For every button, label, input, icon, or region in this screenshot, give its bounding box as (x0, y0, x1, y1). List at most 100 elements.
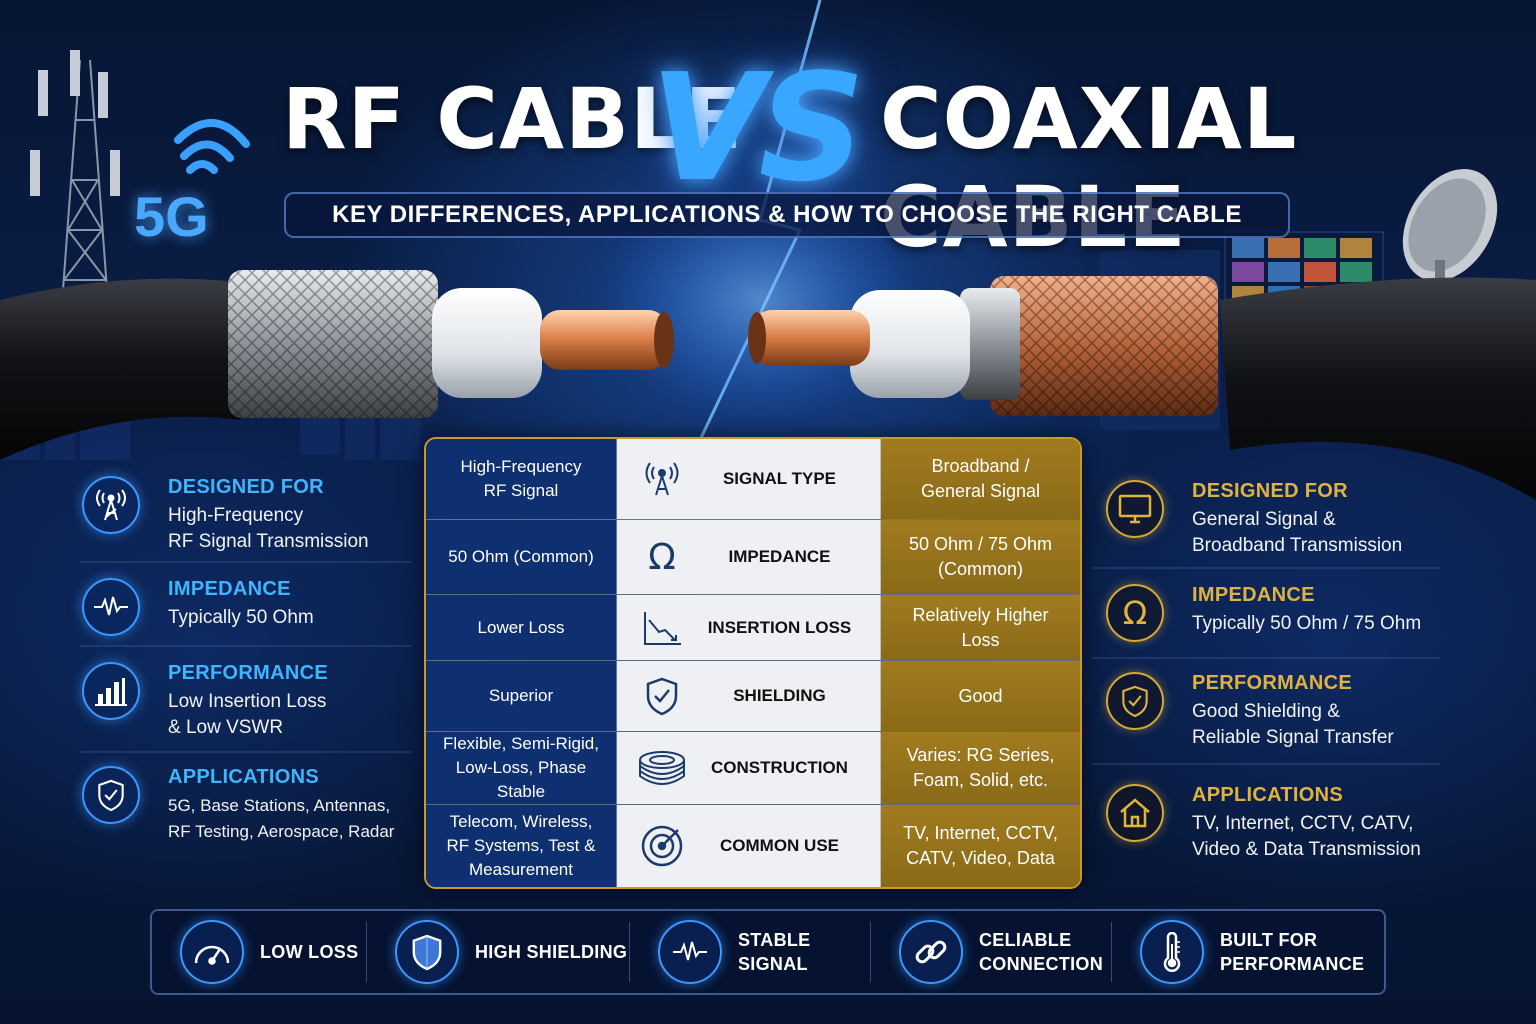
panel-heading: APPLICATIONS (1192, 784, 1344, 806)
attribute-label: SHIELDING (733, 686, 826, 705)
rf-cell: Flexible, Semi-Rigid, Low-Loss, Phase Sta… (426, 732, 617, 804)
panel-heading: PERFORMANCE (1192, 672, 1352, 694)
panel-heading: DESIGNED FOR (168, 476, 324, 498)
coax-cell-text: (Common) (937, 559, 1023, 579)
panel-heading: DESIGNED FOR (1192, 480, 1348, 502)
title-rf-cable: RF CABLE (282, 70, 743, 168)
coax-cell: 50 Ohm / 75 Ohm (Common) (881, 520, 1080, 594)
divider (629, 922, 630, 982)
rf-cell-text: Superior (488, 686, 554, 705)
table-row: Superior SHIELDING Good (426, 661, 1080, 732)
attribute-cell: SIGNAL TYPE (617, 439, 881, 519)
rf-cell: Lower Loss (426, 595, 617, 660)
divider (870, 922, 871, 982)
rf-cell-text: 50 Ohm (Common) (448, 547, 594, 566)
panel-text: Video & Data Transmission (1192, 839, 1421, 860)
cable-coil-icon (617, 748, 707, 788)
home-icon (1106, 784, 1164, 842)
shield-check-icon (82, 766, 140, 824)
attribute-cell: INSERTION LOSS (617, 595, 881, 660)
attribute-label: COMMON USE (720, 836, 839, 855)
coax-cell-text: 50 Ohm / 75 Ohm (908, 534, 1053, 554)
panel-heading: APPLICATIONS (168, 766, 320, 788)
bar-chart-icon (82, 662, 140, 720)
shield-check-icon (1106, 672, 1164, 730)
rf-cell-text: Lower Loss (477, 617, 565, 637)
panel-text: High-Frequency (168, 505, 304, 526)
table-row: Telecom, Wireless, RF Systems, Test & Meas… (426, 805, 1080, 887)
divider (366, 922, 367, 982)
5g-label: 5G (134, 185, 209, 248)
coax-cell: Broadband /General Signal (881, 439, 1080, 519)
panel-text: Reliable Signal Transfer (1192, 727, 1394, 748)
coax-cell: Varies: RG Series,Foam, Solid, etc. (881, 732, 1080, 804)
feature-high-shielding: HIGH SHIELDING (367, 911, 629, 993)
panel-text: Typically 50 Ohm (168, 607, 314, 628)
feature-stable-signal: STABLE SIGNAL (630, 911, 870, 993)
antenna-tower-icon (82, 476, 140, 534)
link-chain-icon (899, 920, 963, 984)
attribute-cell: COMMON USE (617, 805, 881, 887)
feature-label: LOW LOSS (260, 942, 359, 962)
rf-cell-text: Low-Loss, Phase Stable (455, 758, 587, 801)
rf-cell: Superior (426, 661, 617, 731)
coax-cell-text: Relatively Higher (912, 604, 1049, 625)
rf-cell-text: Flexible, Semi-Rigid, (443, 734, 599, 753)
features-bar: LOW LOSS HIGH SHIELDING STABLE SIGNAL CE… (150, 909, 1386, 995)
panel-text: Low Insertion Loss (168, 691, 327, 712)
attribute-label: CONSTRUCTION (711, 758, 848, 777)
rf-cell: 50 Ohm (Common) (426, 520, 617, 594)
coax-impedance: Ω IMPEDANCE Typically 50 Ohm / 75 Ohm (1106, 584, 1421, 642)
coax-designed-for: DESIGNED FOR General Signal & Broadband … (1106, 480, 1402, 559)
thermometer-icon (1140, 920, 1204, 984)
rf-cell-text: RF Signal (483, 481, 559, 500)
coax-cell-text: Loss (961, 629, 1000, 650)
coax-cell-text: Broadband / (931, 456, 1030, 476)
omega-icon: Ω (648, 536, 676, 578)
feature-low-loss: LOW LOSS (152, 911, 366, 993)
rf-cell-text: High-Frequency (460, 457, 582, 476)
coax-cell-text: TV, Internet, CCTV, (903, 823, 1058, 843)
panel-text: Good Shielding & (1192, 701, 1340, 722)
shield-check-icon (617, 676, 707, 716)
panel-text: Typically 50 Ohm / 75 Ohm (1192, 613, 1422, 634)
attribute-cell: SHIELDING (617, 661, 881, 731)
panel-heading: IMPEDANCE (1192, 584, 1315, 606)
coax-cell-text: CATV, Video, Data (906, 848, 1055, 868)
attribute-label: SIGNAL TYPE (722, 469, 837, 488)
divider (1111, 922, 1112, 982)
panel-text: & Low VSWR (168, 717, 284, 738)
coax-applications: APPLICATIONS TV, Internet, CCTV, CATV, V… (1106, 784, 1421, 863)
rf-cell-text: Measurement (469, 860, 573, 879)
panel-heading: PERFORMANCE (168, 662, 328, 684)
feature-label: STABLE SIGNAL (738, 930, 811, 974)
signal-tower-icon (617, 459, 707, 499)
rf-designed-for: DESIGNED FOR High-Frequency RF Signal Tr… (82, 476, 369, 555)
coax-cell: Good (881, 661, 1080, 731)
panel-text: RF Testing, Aerospace, Radar (168, 822, 395, 841)
rf-performance: PERFORMANCE Low Insertion Loss & Low VSW… (82, 662, 328, 741)
tv-monitor-icon (1106, 480, 1164, 538)
attribute-label: IMPEDANCE (728, 547, 831, 566)
coax-cell: TV, Internet, CCTV, CATV, Video, Data (881, 805, 1080, 887)
panel-text: RF Signal Transmission (168, 531, 369, 552)
comparison-table: High-Frequency RF Signal SIGNAL TYPE Broa… (424, 437, 1082, 889)
wifi-signal-icon (174, 119, 250, 174)
coax-cell-text: Foam, Solid, etc. (912, 770, 1049, 790)
table-row: Flexible, Semi-Rigid, Low-Loss, Phase Sta… (426, 732, 1080, 805)
speedometer-icon (180, 920, 244, 984)
waveform-icon (658, 920, 722, 984)
waveform-icon (82, 578, 140, 636)
title-vs: VS (650, 42, 865, 214)
panel-text: TV, Internet, CCTV, CATV, (1192, 813, 1414, 834)
panel-text: Broadband Transmission (1192, 535, 1403, 556)
rf-cell-text: RF Systems, Test & (446, 836, 596, 855)
attribute-label: INSERTION LOSS (707, 617, 852, 637)
coax-performance: PERFORMANCE Good Shielding & Reliable Si… (1106, 672, 1394, 751)
rf-cell-text: Telecom, Wireless, (449, 812, 593, 831)
panel-text: General Signal & (1192, 509, 1336, 530)
subtitle-banner: KEY DIFFERENCES, APPLICATIONS & HOW TO C… (284, 192, 1290, 238)
